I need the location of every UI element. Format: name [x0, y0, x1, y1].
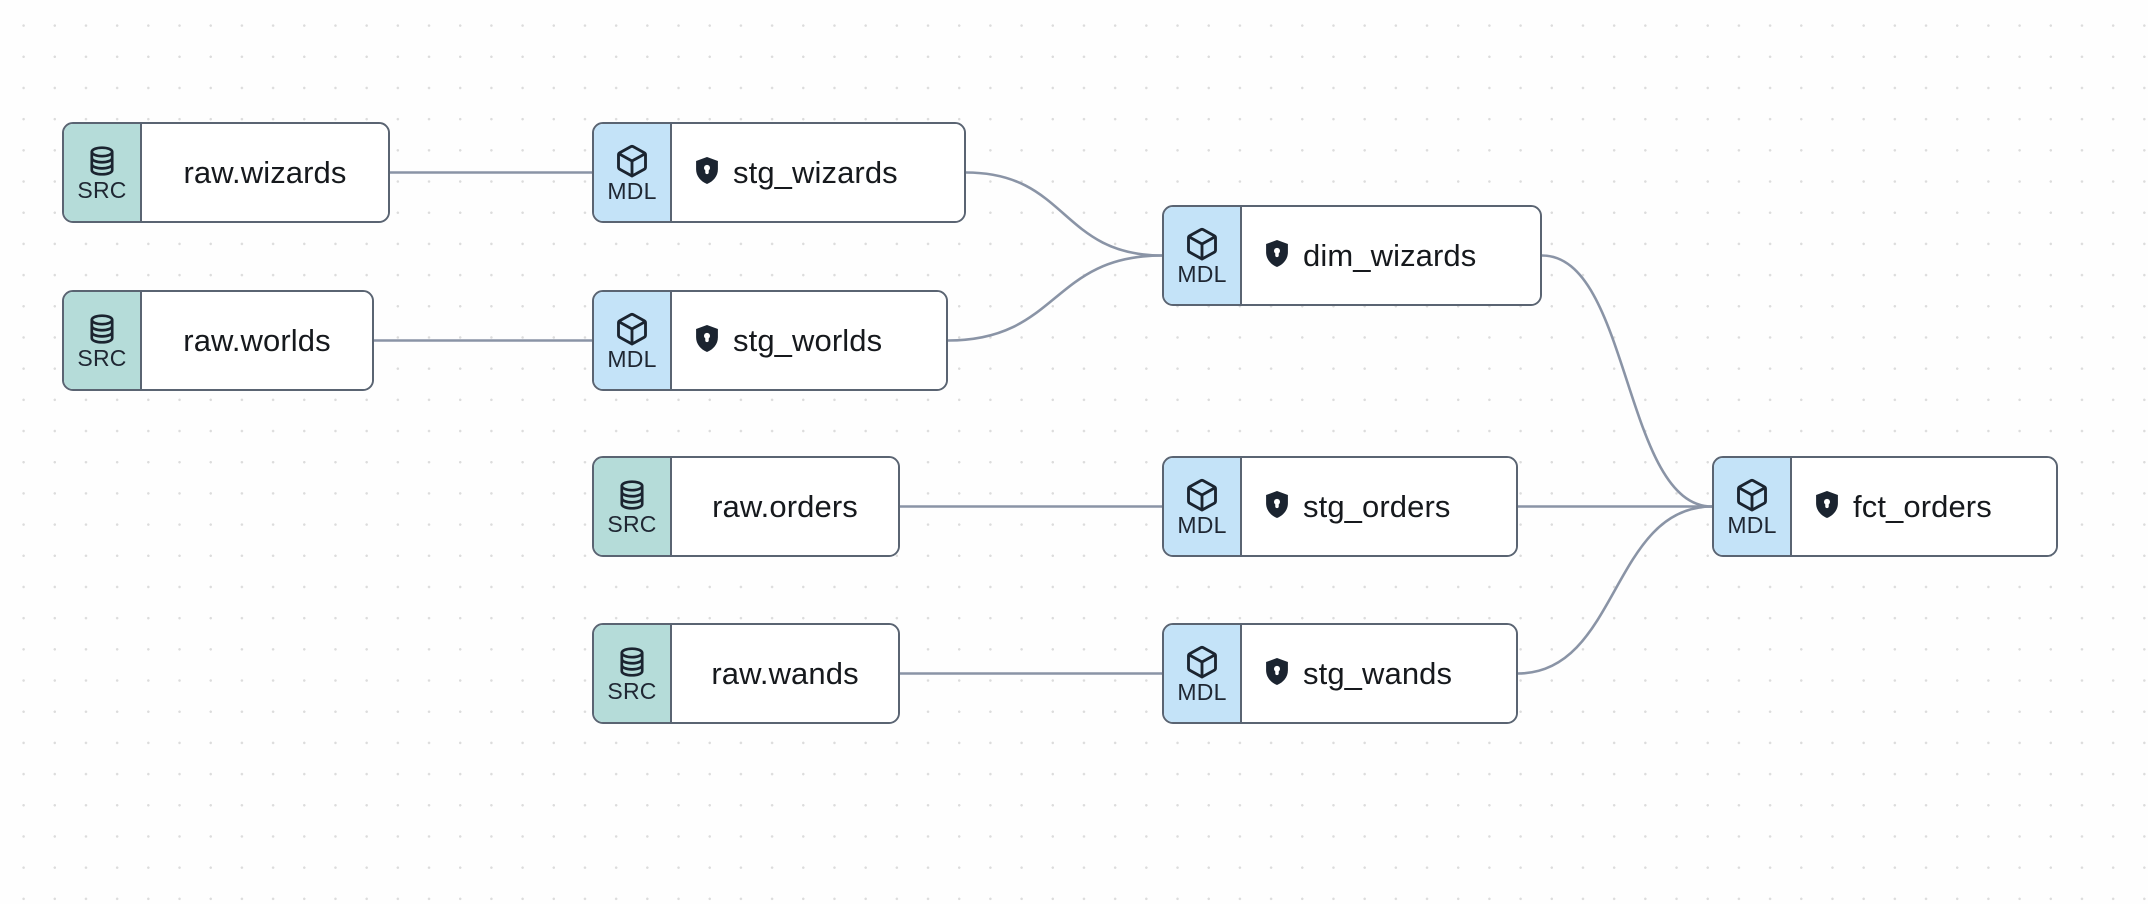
node-badge-mdl: MDL [594, 124, 672, 221]
node-badge-mdl: MDL [1164, 625, 1242, 722]
node-fct_orders[interactable]: MDL fct_orders [1712, 456, 2058, 557]
cube-icon [1184, 226, 1220, 262]
node-stg_orders[interactable]: MDL stg_orders [1162, 456, 1518, 557]
node-label: stg_worlds [733, 322, 883, 358]
node-badge-label: SRC [77, 176, 127, 203]
node-label: stg_wizards [733, 154, 898, 190]
database-icon [615, 478, 649, 512]
node-label: raw.wands [711, 655, 859, 691]
edge-dim_wizards-to-fct_orders [1540, 254, 1714, 508]
node-badge-src: SRC [594, 458, 672, 555]
cube-icon [1184, 644, 1220, 680]
node-body: raw.wands [672, 625, 898, 722]
node-body: dim_wizards [1242, 207, 1540, 304]
database-icon [85, 144, 119, 178]
node-badge-mdl: MDL [1714, 458, 1792, 555]
node-raw_wizards[interactable]: SRC raw.wizards [62, 122, 390, 223]
shield-lock-icon [694, 324, 720, 358]
database-icon [85, 312, 119, 346]
node-badge-label: SRC [77, 344, 127, 371]
edge-stg_wizards-to-dim_wizards [964, 171, 1164, 257]
node-badge-label: SRC [607, 677, 657, 704]
node-badge-label: MDL [1177, 678, 1227, 705]
node-stg_wizards[interactable]: MDL stg_wizards [592, 122, 966, 223]
node-label: fct_orders [1853, 488, 1992, 524]
node-badge-label: MDL [1727, 511, 1777, 538]
node-badge-label: MDL [607, 345, 657, 372]
node-label: stg_wands [1303, 655, 1453, 691]
node-badge-mdl: MDL [1164, 458, 1242, 555]
node-body: raw.wizards [142, 124, 388, 221]
node-badge-label: MDL [607, 177, 657, 204]
shield-lock-icon [1814, 490, 1840, 524]
node-badge-label: MDL [1177, 260, 1227, 287]
node-badge-src: SRC [594, 625, 672, 722]
node-body: stg_wizards [672, 124, 964, 221]
node-label: raw.wizards [183, 154, 347, 190]
node-dim_wizards[interactable]: MDL dim_wizards [1162, 205, 1542, 306]
node-body: stg_orders [1242, 458, 1516, 555]
database-icon [615, 645, 649, 679]
cube-icon [614, 311, 650, 347]
node-badge-src: SRC [64, 292, 142, 389]
edge-stg_wands-to-fct_orders [1516, 505, 1714, 675]
node-badge-label: SRC [607, 510, 657, 537]
shield-lock-icon [694, 156, 720, 190]
node-body: raw.orders [672, 458, 898, 555]
node-label: raw.worlds [183, 322, 331, 358]
node-label: raw.orders [712, 488, 858, 524]
node-body: stg_worlds [672, 292, 946, 389]
node-body: raw.worlds [142, 292, 372, 389]
node-badge-label: MDL [1177, 511, 1227, 538]
node-raw_orders[interactable]: SRC raw.orders [592, 456, 900, 557]
shield-lock-icon [1264, 490, 1290, 524]
node-raw_wands[interactable]: SRC raw.wands [592, 623, 900, 724]
node-label: stg_orders [1303, 488, 1451, 524]
shield-lock-icon [1264, 239, 1290, 273]
node-badge-src: SRC [64, 124, 142, 221]
edge-stg_worlds-to-dim_wizards [946, 254, 1164, 342]
node-badge-mdl: MDL [594, 292, 672, 389]
node-stg_wands[interactable]: MDL stg_wands [1162, 623, 1518, 724]
shield-lock-icon [1264, 657, 1290, 691]
node-raw_worlds[interactable]: SRC raw.worlds [62, 290, 374, 391]
cube-icon [1734, 477, 1770, 513]
node-stg_worlds[interactable]: MDL stg_worlds [592, 290, 948, 391]
node-body: fct_orders [1792, 458, 2056, 555]
node-badge-mdl: MDL [1164, 207, 1242, 304]
node-label: dim_wizards [1303, 237, 1477, 273]
cube-icon [1184, 477, 1220, 513]
node-body: stg_wands [1242, 625, 1516, 722]
cube-icon [614, 143, 650, 179]
